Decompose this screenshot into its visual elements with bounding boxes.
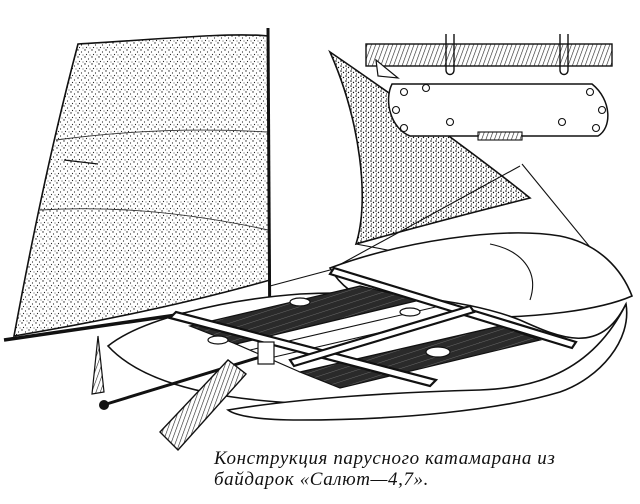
caption-line-1: Конструкция парусного катамарана из xyxy=(214,448,556,469)
figure-caption: Конструкция парусного катамарана из байд… xyxy=(214,448,634,490)
deck-fittings xyxy=(207,297,451,358)
main-sail xyxy=(13,34,271,337)
crossbeams xyxy=(167,266,578,388)
caption-line-2: байдарок «Салют—4,7». xyxy=(214,469,430,490)
inset-detail xyxy=(365,34,613,141)
rudder-assembly xyxy=(91,335,275,452)
